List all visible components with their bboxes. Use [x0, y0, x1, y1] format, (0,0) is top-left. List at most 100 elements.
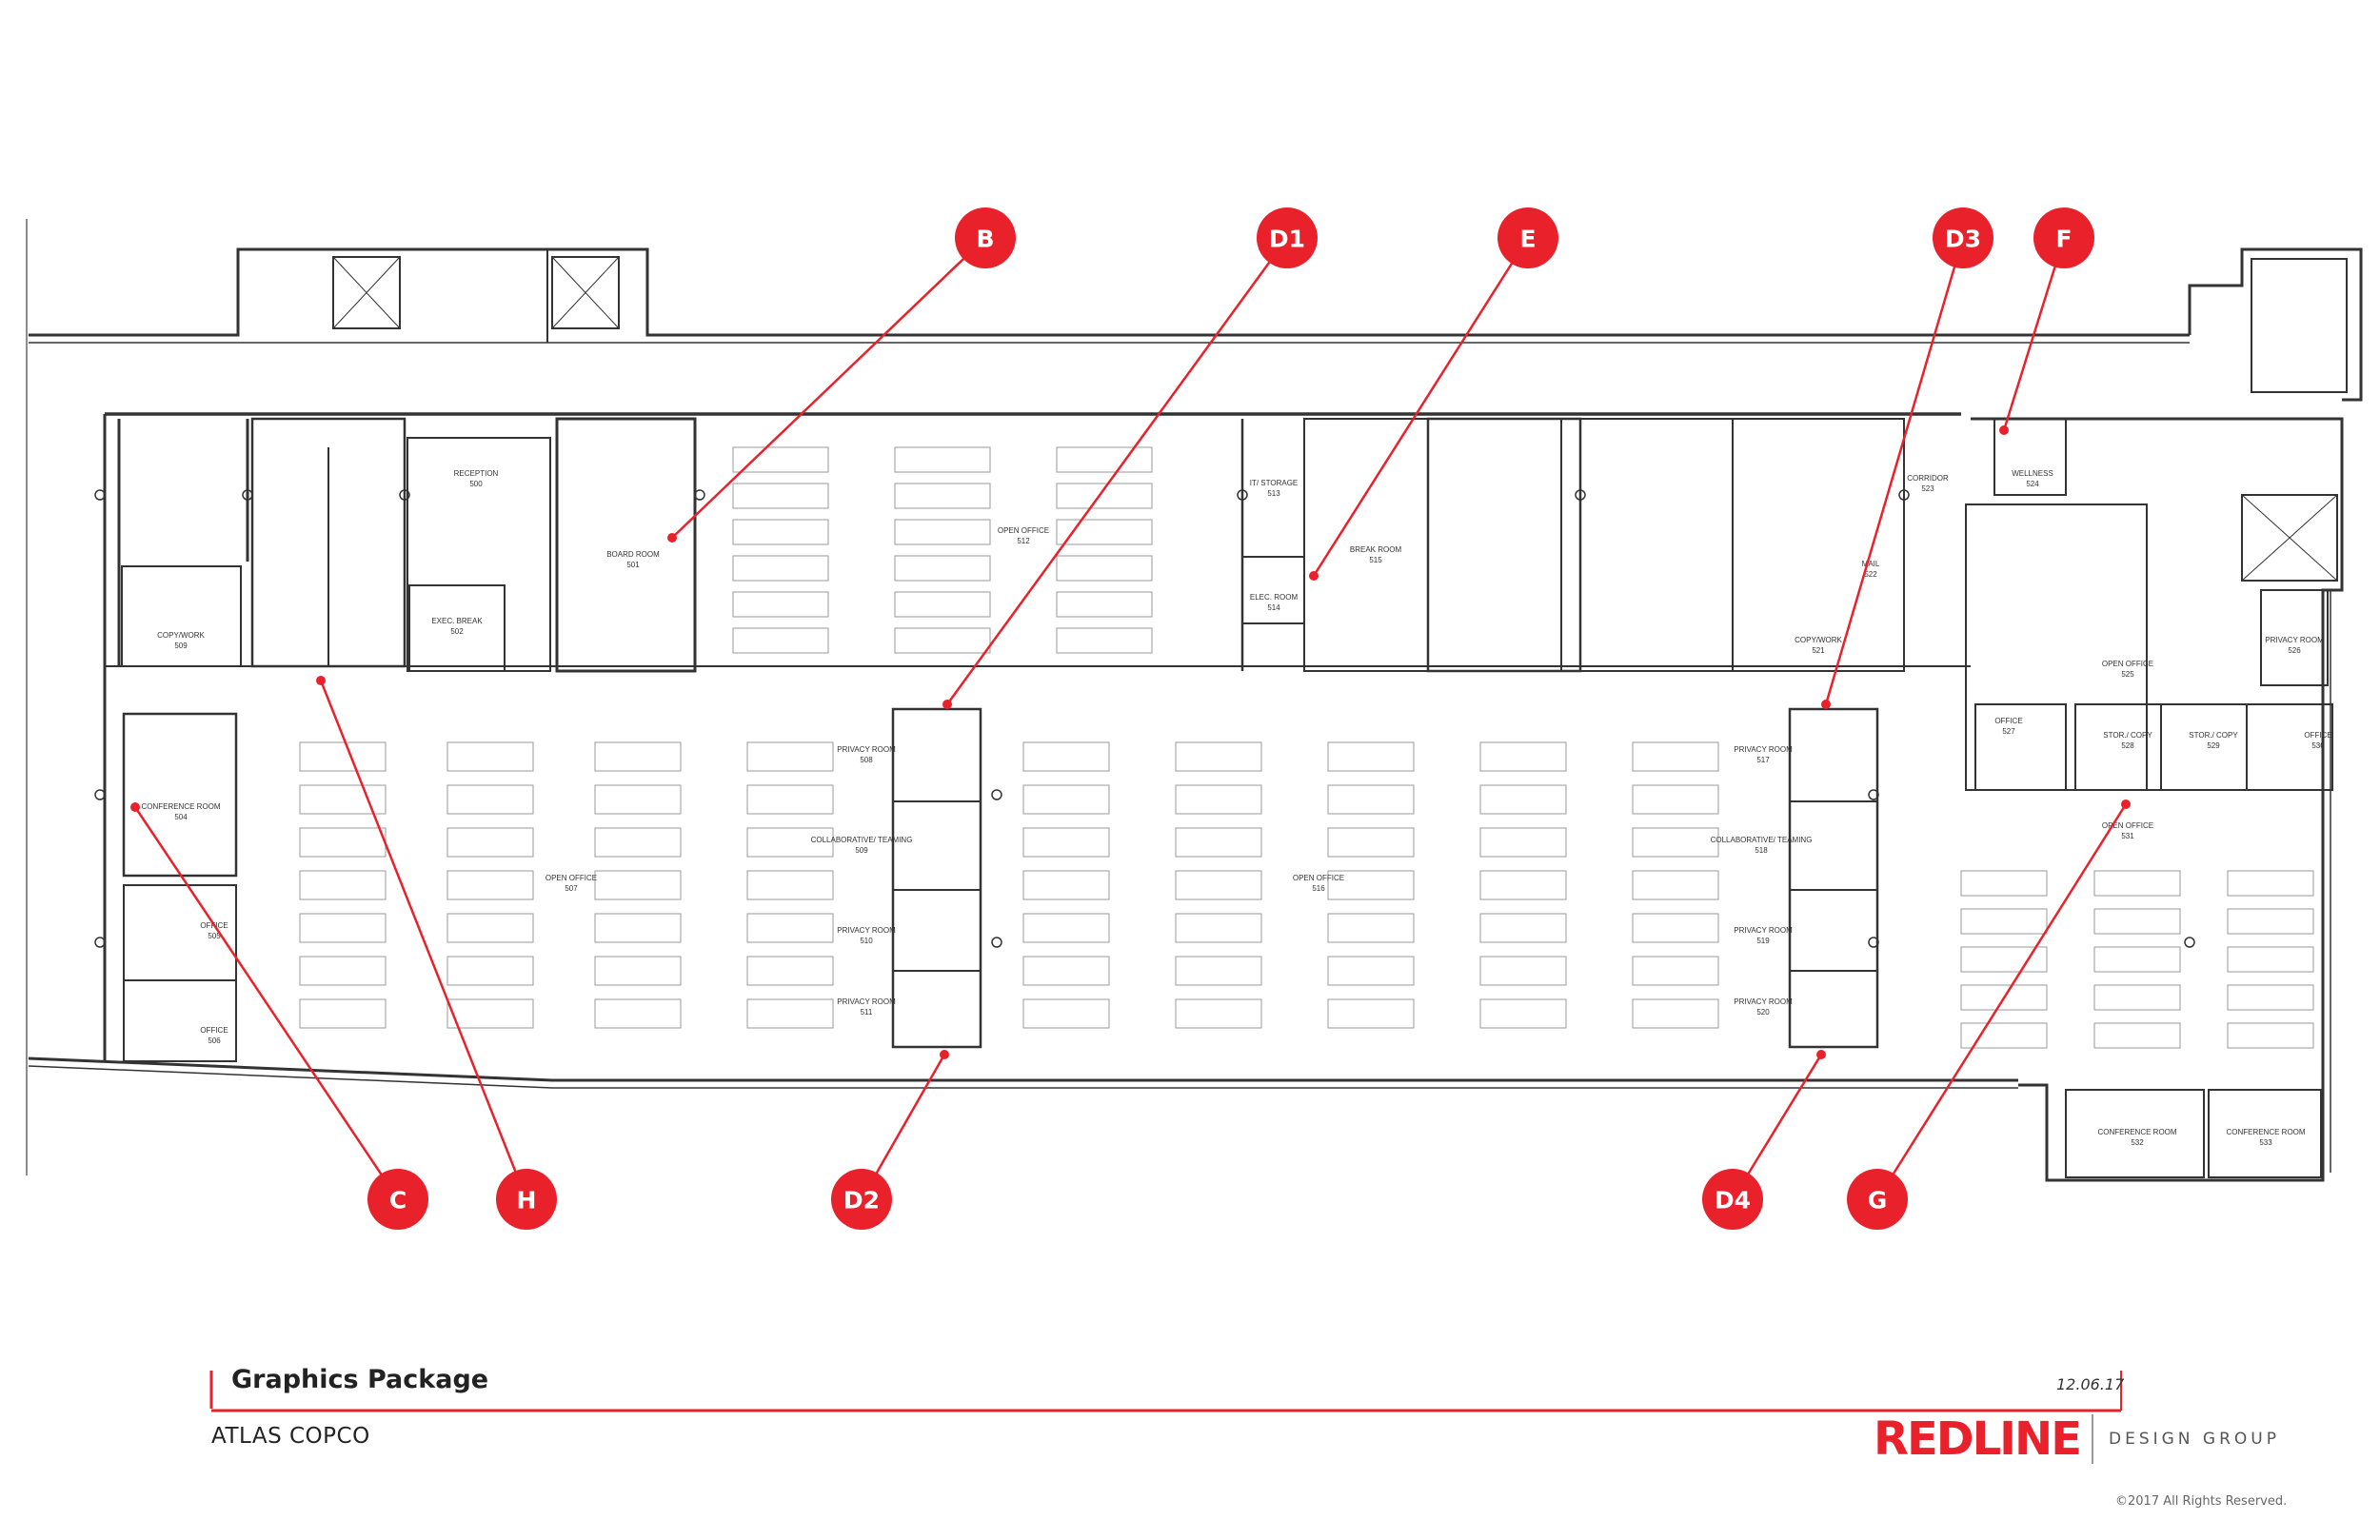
- desk-cluster: [746, 956, 834, 986]
- room-office-527-name: OFFICE: [1994, 717, 2022, 725]
- marker-e-target-dot: [1309, 571, 1319, 581]
- desk-cluster: [1022, 784, 1110, 815]
- desk-cluster: [594, 998, 682, 1029]
- room-privacy-508-name: PRIVACY ROOM: [837, 745, 896, 754]
- desk-cluster: [446, 870, 534, 900]
- desk-cluster: [299, 741, 387, 772]
- marker-g-label: G: [1868, 1187, 1888, 1214]
- desk-cluster: [1022, 827, 1110, 858]
- desk-cluster: [1327, 956, 1415, 986]
- desk-cluster: [1327, 827, 1415, 858]
- desk-cluster: [1479, 827, 1567, 858]
- marker-d1-target-dot: [942, 700, 952, 709]
- desk-cluster: [894, 555, 991, 582]
- title-block-lines: [209, 1371, 2122, 1412]
- marker-d3-label: D3: [1945, 226, 1981, 253]
- desk-cluster: [446, 741, 534, 772]
- desk-cluster: [1960, 946, 2048, 973]
- room-stor-copy-528-number: 528: [2121, 741, 2134, 750]
- logo-tagline: DESIGN GROUP: [2109, 1430, 2280, 1449]
- desk-cluster: [894, 627, 991, 654]
- desk-cluster: [894, 446, 991, 473]
- room-collab-509-name: COLLABORATIVE/ TEAMING: [811, 836, 913, 844]
- desk-cluster: [1632, 827, 1719, 858]
- desk-cluster: [299, 913, 387, 943]
- marker-f-leader: [2002, 237, 2066, 431]
- desk-cluster: [446, 956, 534, 986]
- room-conference-532-number: 532: [2131, 1138, 2144, 1147]
- room-privacy-526-number: 526: [2288, 646, 2301, 655]
- desk-cluster: [746, 913, 834, 943]
- room-collab-518-number: 518: [1755, 846, 1768, 855]
- room-mail-522-number: 522: [1864, 570, 1877, 579]
- marker-h-leader: [319, 680, 528, 1200]
- room-mail-522-name: MAIL: [1862, 560, 1880, 568]
- desk-cluster: [1327, 998, 1415, 1029]
- desk-cluster: [1175, 913, 1262, 943]
- marker-d1-badge: [1257, 207, 1318, 268]
- desk-cluster: [299, 827, 387, 858]
- client-name: ATLAS COPCO: [211, 1424, 370, 1449]
- workstations: [299, 446, 2314, 1049]
- desk-cluster: [894, 483, 991, 509]
- desk-cluster: [732, 446, 829, 473]
- marker-d4-badge: [1702, 1169, 1763, 1230]
- room-privacy-519-name: PRIVACY ROOM: [1734, 926, 1793, 935]
- desk-cluster: [2227, 908, 2314, 935]
- desk-cluster: [894, 591, 991, 618]
- desk-cluster: [1960, 984, 2048, 1011]
- marker-c-target-dot: [130, 802, 140, 812]
- room-board-501-name: BOARD ROOM: [606, 550, 660, 559]
- room-privacy-511-name: PRIVACY ROOM: [837, 997, 896, 1006]
- desk-cluster: [1479, 956, 1567, 986]
- room-office-505-number: 505: [208, 932, 221, 940]
- room-wellness-524-name: WELLNESS: [2012, 469, 2053, 478]
- room-open-office-507-number: 507: [565, 884, 578, 893]
- desk-cluster: [2227, 984, 2314, 1011]
- marker-g-target-dot: [2121, 800, 2131, 809]
- desk-cluster: [732, 555, 829, 582]
- room-break-515-number: 515: [1369, 556, 1382, 564]
- marker-f-badge: [2033, 207, 2094, 268]
- room-privacy-517-number: 517: [1756, 756, 1770, 764]
- desk-cluster: [1632, 913, 1719, 943]
- document-date: 12.06.17: [2056, 1375, 2125, 1393]
- marker-e-badge: [1497, 207, 1558, 268]
- desk-cluster: [446, 998, 534, 1029]
- desk-cluster: [1022, 913, 1110, 943]
- desk-cluster: [1022, 741, 1110, 772]
- marker-d4-target-dot: [1816, 1050, 1826, 1059]
- desk-cluster: [1632, 784, 1719, 815]
- room-office-527-number: 527: [2002, 727, 2015, 736]
- room-conference-504-name: CONFERENCE ROOM: [141, 802, 220, 811]
- desk-cluster: [1056, 591, 1153, 618]
- room-elec-514-number: 514: [1267, 603, 1280, 612]
- desk-cluster: [594, 956, 682, 986]
- room-corridor-523-name: CORRIDOR: [1907, 474, 1949, 483]
- desk-cluster: [1056, 483, 1153, 509]
- room-conference-532-name: CONFERENCE ROOM: [2097, 1128, 2176, 1136]
- marker-d2-badge: [831, 1169, 892, 1230]
- room-stor-copy-528-name: STOR./ COPY: [2103, 731, 2152, 740]
- marker-d3-leader: [1824, 237, 1965, 705]
- desk-cluster: [594, 913, 682, 943]
- room-board-501-number: 501: [626, 561, 640, 569]
- room-conference-533-number: 533: [2259, 1138, 2272, 1147]
- building-walls: [26, 219, 2363, 1182]
- desk-cluster: [1327, 870, 1415, 900]
- desk-cluster: [594, 870, 682, 900]
- document-title: Graphics Package: [231, 1365, 489, 1394]
- desk-cluster: [594, 784, 682, 815]
- room-exec-break-502-number: 502: [450, 627, 464, 636]
- desk-cluster: [732, 483, 829, 509]
- marker-c-badge: [367, 1169, 428, 1230]
- room-stor-copy-529-number: 529: [2207, 741, 2220, 750]
- desk-cluster: [894, 519, 991, 545]
- desk-cluster: [1175, 741, 1262, 772]
- desk-cluster: [2093, 870, 2181, 897]
- desk-cluster: [1175, 956, 1262, 986]
- desk-cluster: [2093, 908, 2181, 935]
- desk-cluster: [2093, 946, 2181, 973]
